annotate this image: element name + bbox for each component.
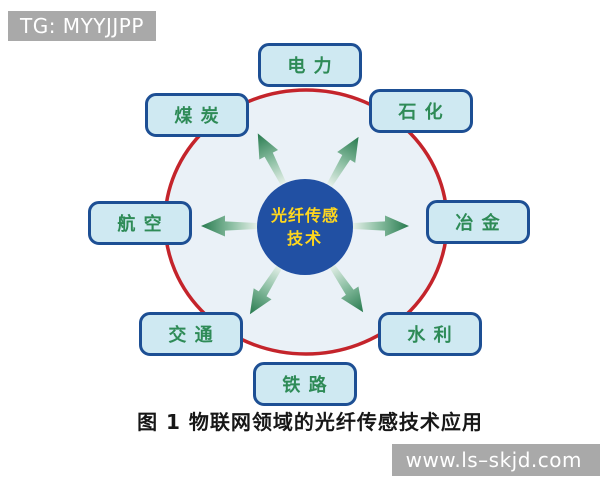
hub-label-line1: 光纤传感: [270, 205, 339, 225]
node-coal: 煤 炭: [145, 93, 249, 137]
figure-caption: 图 1 物联网领域的光纤传感技术应用: [137, 410, 483, 434]
arrow-right-icon: [353, 215, 409, 237]
node-metallurgy: 冶 金: [426, 200, 530, 244]
arrow-up-right-icon: [327, 136, 359, 187]
hub-label-line2: 技术: [286, 229, 323, 248]
node-electric-power: 电 力: [258, 43, 362, 87]
radiating-arrows: [201, 133, 409, 315]
arrow-down-right-icon: [329, 264, 364, 313]
arrow-left-icon: [201, 215, 257, 237]
watermark-telegram: TG: MYYJJPP: [8, 11, 156, 41]
hub-fiber-optic-sensing: 光纤传感 技术: [257, 179, 353, 275]
node-aviation: 航 空: [88, 201, 192, 245]
node-petrochemical: 石 化: [369, 89, 473, 133]
arrow-down-left-icon: [249, 265, 283, 315]
node-water-conservancy: 水 利: [378, 312, 482, 356]
node-transportation: 交 通: [139, 312, 243, 356]
node-railway: 铁 路: [253, 362, 357, 406]
watermark-website: www.ls–skjd.com: [391, 444, 600, 476]
arrow-up-left-icon: [257, 133, 286, 185]
